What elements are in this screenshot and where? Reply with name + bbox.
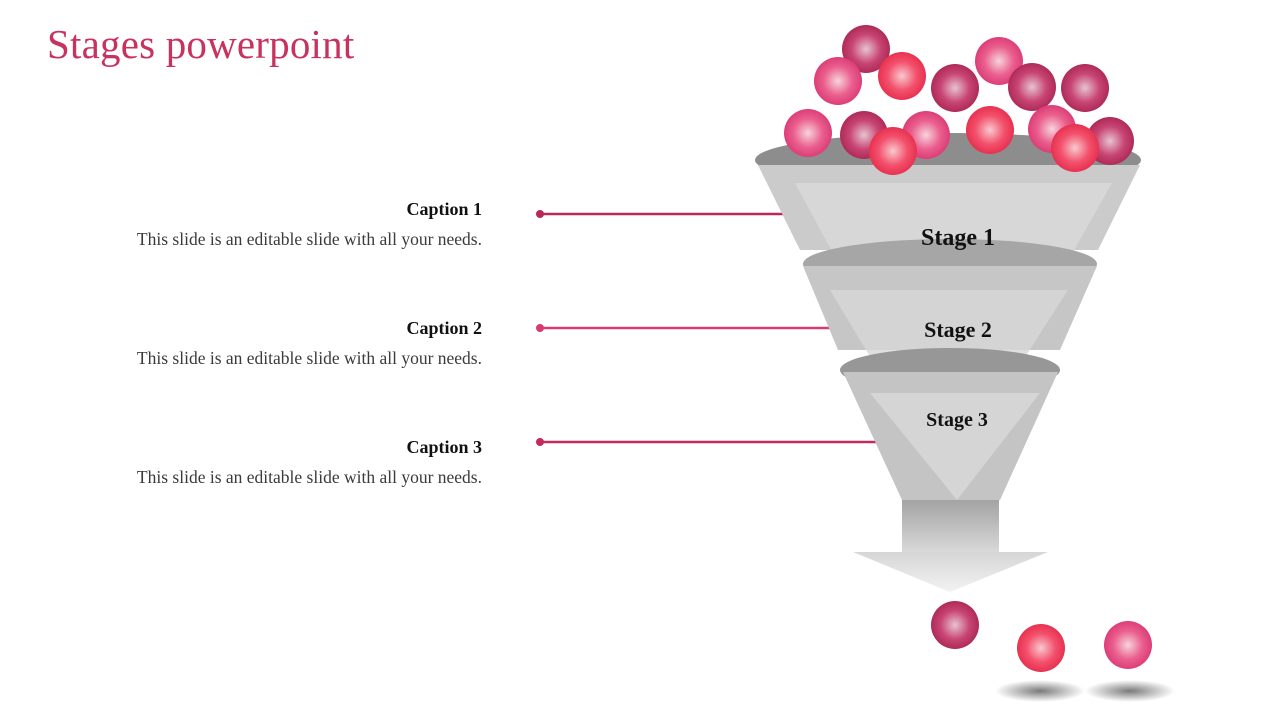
ball (869, 127, 917, 175)
ball (931, 64, 979, 112)
stage-label-1: Stage 1 (921, 225, 995, 251)
ball (1104, 621, 1152, 669)
caption-text: This slide is an editable slide with all… (136, 348, 482, 368)
funnel-spout (902, 500, 999, 552)
ball (931, 601, 979, 649)
caption-block-1: Caption 1 This slide is an editable slid… (60, 198, 482, 250)
ball-shadow (1085, 680, 1175, 702)
funnel-arrow-head (853, 552, 1048, 592)
connector-3 (536, 438, 884, 446)
ball (1017, 624, 1065, 672)
caption-block-2: Caption 2 This slide is an editable slid… (60, 317, 482, 369)
ball (1051, 124, 1099, 172)
ball (814, 57, 862, 105)
connector-1 (536, 210, 787, 218)
ball (1061, 64, 1109, 112)
caption-title: Caption 3 (406, 437, 482, 457)
balls-output (931, 601, 1175, 702)
balls-top (784, 25, 1134, 175)
slide-title: Stages powerpoint (47, 21, 355, 67)
stage-label-3: Stage 3 (926, 409, 988, 431)
ball (966, 106, 1014, 154)
caption-block-3: Caption 3 This slide is an editable slid… (60, 436, 482, 488)
connector-2 (536, 324, 832, 332)
stage-2-inner-panel (830, 290, 1068, 365)
caption-text: This slide is an editable slide with all… (136, 229, 482, 249)
ball (842, 25, 890, 73)
caption-text: This slide is an editable slide with all… (136, 467, 482, 487)
ball (975, 37, 1023, 85)
ball (878, 52, 926, 100)
ball (784, 109, 832, 157)
ball-shadow (995, 680, 1085, 702)
caption-title: Caption 2 (406, 318, 482, 338)
stage-label-2: Stage 2 (924, 317, 992, 342)
stage-3-inner-panel (870, 393, 1040, 500)
ball (1008, 63, 1056, 111)
caption-title: Caption 1 (406, 199, 482, 219)
